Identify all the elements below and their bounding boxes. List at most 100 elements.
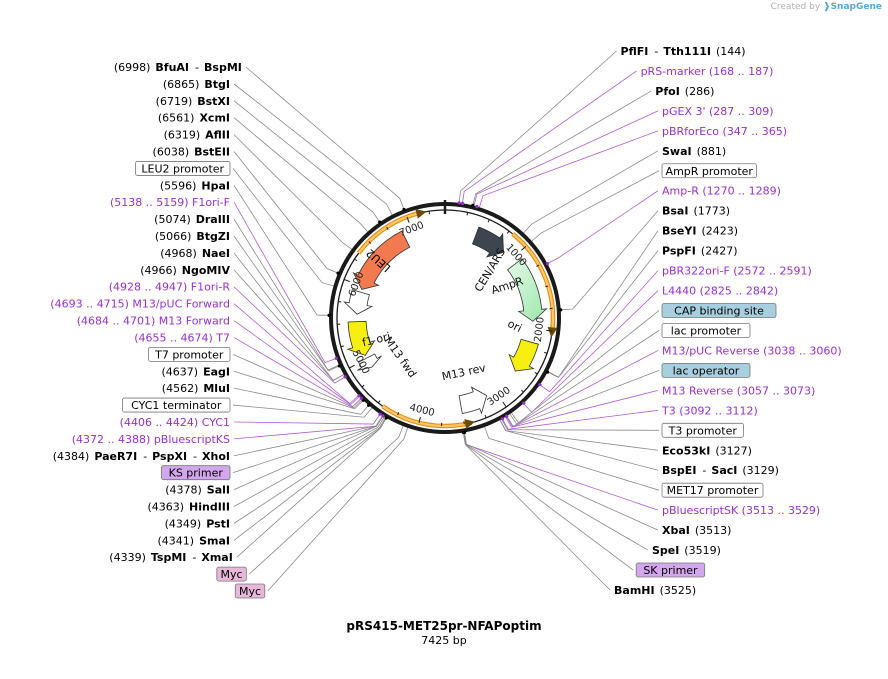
map-label-t7-promoter[interactable]: T7 promoter [148,346,231,362]
map-label-4406-4424-cyc1[interactable]: (4406 .. 4424) CYC1 [120,416,230,429]
map-label-pfoi[interactable]: PfoI(286) [655,85,714,98]
map-label-4655-4674-t7[interactable]: (4655 .. 4674) T7 [134,331,230,344]
connector-line [233,100,381,223]
map-label-hpai[interactable]: (5596)HpaI [160,179,230,192]
feature-arrow-unlabeled-7[interactable] [357,353,382,371]
map-label-bamhi[interactable]: BamHI(3525) [614,584,696,597]
restriction-site-label: BseYI(2423) [662,225,738,238]
map-label-swai[interactable]: SwaI(881) [662,145,726,158]
minor-tick [502,401,507,408]
connector-line [463,432,649,551]
map-label-aflii[interactable]: (6319)AflII [164,129,230,142]
connector-line [462,432,611,591]
map-label-ampr-promoter[interactable]: AmpR promoter [661,163,757,179]
map-label-bspei[interactable]: BspEI-SacI(3129) [662,464,779,477]
map-label-xcmi[interactable]: (6561)XcmI [158,112,230,125]
map-label-eagi[interactable]: (4637)EagI [162,365,230,378]
map-label-draiii[interactable]: (5074)DraIII [154,213,230,226]
map-label-psti[interactable]: (4349)PstI [165,517,230,530]
map-label-sk-primer[interactable]: SK primer [635,562,706,578]
map-label-myc[interactable]: Myc [234,583,266,599]
site-mark [357,394,361,398]
map-label-lac-operator[interactable]: lac operator [661,363,751,378]
map-label-bsai[interactable]: BsaI(1773) [662,205,730,218]
map-label-bstxi[interactable]: (6719)BstXI [156,95,230,108]
minor-tick [354,258,358,262]
minor-tick [406,216,410,223]
feature-box [661,163,757,179]
enzyme-name: SpeI [652,544,679,557]
map-label-hindiii[interactable]: (4363)HindIII [147,500,230,513]
map-label-bfuai[interactable]: (6998)BfuAI-BspMI [114,61,242,74]
restriction-site-label: (4378)SalI [165,484,230,497]
map-label-paer7i[interactable]: (4384)PaeR7I-PspXI-XhoI [53,450,230,463]
map-label-lac-promoter[interactable]: lac promoter [661,323,751,338]
map-label-t3-promoter[interactable]: T3 promoter [661,422,744,438]
feature-arrow-leu2[interactable] [352,230,411,290]
feature-labels[interactable]: (6998)BfuAI-BspMI (6865)BtgI (6719)BstXI (6… [50,45,842,599]
map-label-l4440-2825-2842[interactable]: L4440 (2825 .. 2842) [662,285,778,298]
enzyme-name: XbaI [662,524,690,537]
site-coordinate: (6865) [163,78,200,91]
map-label-spei[interactable]: SpeI (3519) [652,544,721,557]
map-label-xbai[interactable]: XbaI(3513) [662,524,731,537]
map-label-pbluescriptsk-3513-3529[interactable]: pBluescriptSK (3513 .. 3529) [662,504,820,517]
map-label-btgi[interactable]: (6865)BtgI [163,78,230,91]
map-label-4928-4947-f1ori-r[interactable]: (4928 .. 4947) F1ori-R [109,281,231,294]
map-label-pspfi[interactable]: PspFI(2427) [662,245,737,258]
minor-tick [536,264,540,267]
map-label-m13-puc-reverse-3038-3060[interactable]: M13/pUC Reverse (3038 .. 3060) [662,344,842,357]
map-label-4372-4388-pbluescriptks[interactable]: (4372 .. 4388) pBluescriptKS [72,433,230,446]
map-label-met17-promoter[interactable]: MET17 promoter [661,482,764,498]
map-label-bseyi[interactable]: BseYI(2423) [662,225,738,238]
site-coordinate: (5074) [154,213,191,226]
map-label-myc[interactable]: Myc [216,566,247,582]
map-label-m13-reverse-3057-3073[interactable]: M13 Reverse (3057 .. 3073) [662,384,815,397]
feature-arrow-ori[interactable] [508,338,539,372]
map-label-smai[interactable]: (4341)SmaI [158,534,230,547]
map-label-tspmi[interactable]: (4339)TspMI-XmaI [109,551,233,564]
site-mark [457,201,461,205]
map-label-amp-r-1270-1289[interactable]: Amp-R (1270 .. 1289) [662,185,781,198]
map-label-btgzi[interactable]: (5066)BtgZI [155,230,230,243]
map-label-ngomiv[interactable]: (4966)NgoMIV [140,264,230,277]
map-label-pflfi[interactable]: PflFI-Tth111I(144) [621,45,746,58]
feature-box-label: Myc [221,568,243,581]
restriction-site-label: (5074)DraIII [154,213,230,226]
map-label-sali[interactable]: (4378)SalI [165,484,230,497]
map-label-4693-4715-m13-puc-forward[interactable]: (4693 .. 4715) M13/pUC Forward [50,298,230,311]
map-label-t3-3092-3112[interactable]: T3 (3092 .. 3112) [661,404,758,417]
map-label-leu2-promoter[interactable]: LEU2 promoter [135,161,231,176]
map-label-4684-4701-m13-forward[interactable]: (4684 .. 4701) M13 Forward [77,315,230,328]
restriction-site-label: (5066)BtgZI [155,230,230,243]
map-label-prs-marker-168-187[interactable]: pRS-marker (168 .. 187) [641,65,774,78]
feature-arrow-unlabeled-5[interactable] [343,289,374,315]
site-coordinate: (3519) [684,544,721,557]
map-label-bsteii[interactable]: (6038)BstEII [153,146,230,159]
map-label-5138-5159-f1ori-f[interactable]: (5138 .. 5159) F1ori-F [110,196,230,209]
feature-arrow-unlabeled-6[interactable] [458,386,488,415]
connector-line [233,415,383,457]
feature-arrow-ampr[interactable] [507,258,548,322]
map-label-cyc1-terminator[interactable]: CYC1 terminator [122,397,231,413]
snapgene-branding: Created by ❱SnapGene [771,2,882,12]
map-label-mlui[interactable]: (4562)MluI [162,382,230,395]
map-label-naei[interactable]: (4968)NaeI [160,247,230,260]
map-label-cap-binding-site[interactable]: CAP binding site [661,303,777,318]
feature-arrow-f1-ori[interactable] [346,320,376,356]
restriction-site-label: SpeI (3519) [652,544,721,557]
feature-arrow-cen-ars[interactable] [471,226,504,258]
map-label-pgex-3-287-309[interactable]: pGEX 3' (287 .. 309) [662,105,774,118]
restriction-site-label: (4384)PaeR7I-PspXI-XhoI [53,450,230,463]
map-label-ks-primer[interactable]: KS primer [161,465,231,481]
restriction-site-label: SwaI(881) [662,145,726,158]
feature-box [122,397,231,413]
enzyme-name: XhoI [202,450,230,463]
map-label-pbrforeco-347-365[interactable]: pBRforEco (347 .. 365) [662,125,787,138]
map-label-pbr322ori-f-2572-2591[interactable]: pBR322ori-F (2572 .. 2591) [662,265,812,278]
feature-box-label: CAP binding site [674,305,764,318]
map-label-eco53ki[interactable]: Eco53kI(3127) [662,444,752,457]
connector-line [233,387,369,415]
enzyme-name: BsaI [662,205,688,218]
